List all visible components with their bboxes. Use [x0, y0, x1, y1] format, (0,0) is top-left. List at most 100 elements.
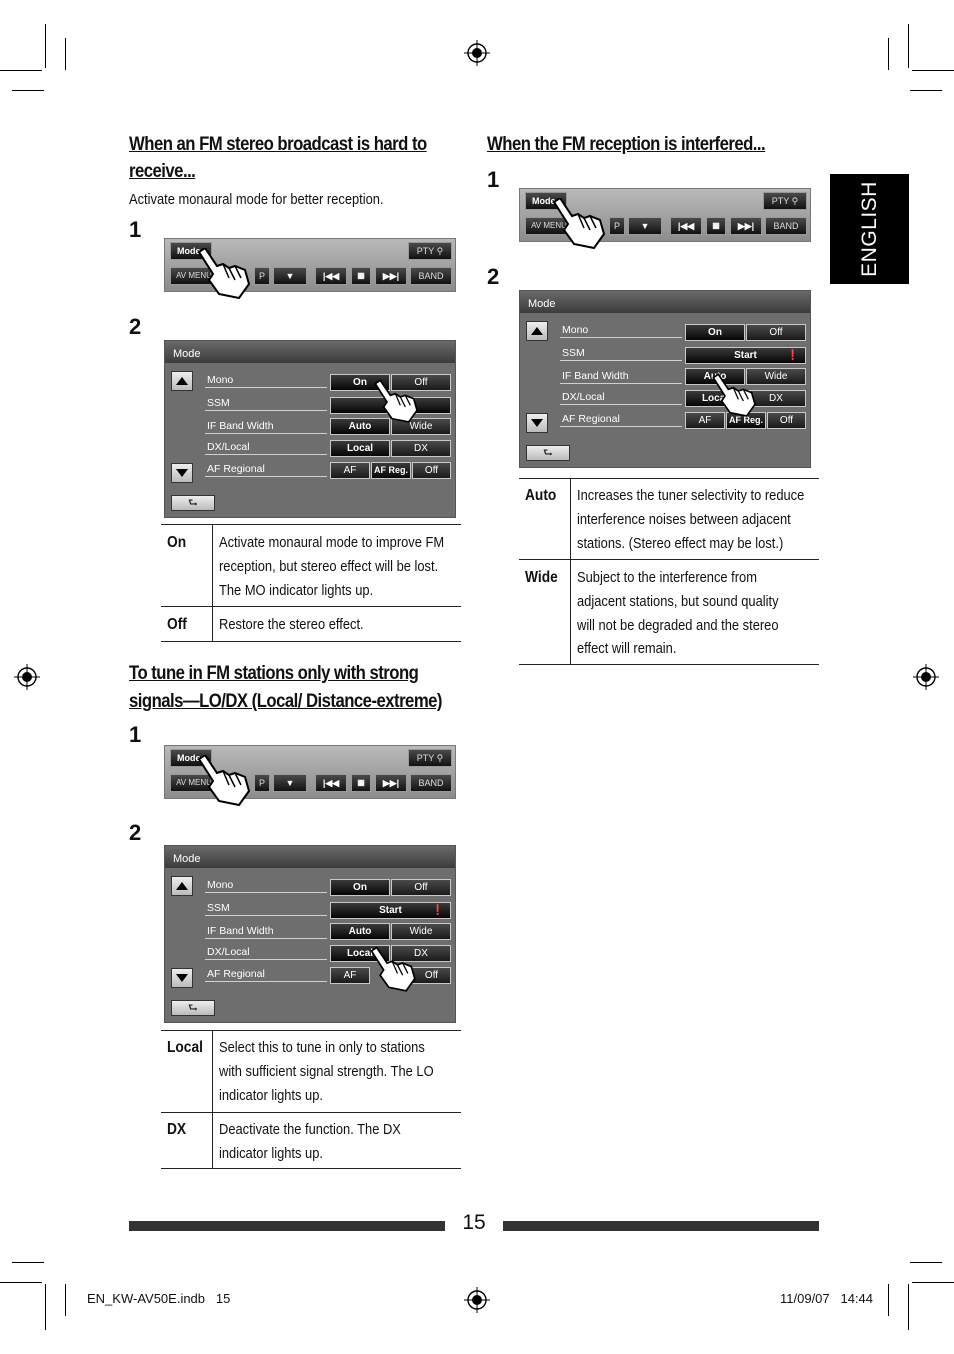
mono-off-button[interactable]: Off — [391, 374, 451, 391]
picture-icon[interactable]: ▦ — [351, 774, 371, 792]
down-arrow-button[interactable]: ▼ — [628, 217, 662, 235]
previous-track-icon[interactable]: |◀◀ — [670, 217, 702, 235]
crop-mark — [912, 70, 954, 71]
pty-search-button[interactable]: PTY ⚲ — [763, 192, 807, 210]
step-number: 2 — [129, 314, 142, 339]
footer-bar-left — [129, 1221, 445, 1231]
previous-track-icon[interactable]: |◀◀ — [315, 267, 347, 285]
table-key-on: On — [167, 534, 187, 551]
mono-on-button[interactable]: On — [685, 324, 745, 341]
ssm-start-button[interactable]: Start ❗ — [685, 347, 806, 364]
if-wide-button[interactable]: Wide — [391, 923, 451, 940]
af-button[interactable]: AF — [685, 412, 725, 429]
registration-mark-icon — [464, 1287, 490, 1313]
table-rule — [519, 664, 819, 665]
language-label: ENGLISH — [857, 181, 881, 277]
menu-row-if-band-width: IF Band Width — [205, 415, 327, 434]
table-rule — [212, 1030, 213, 1169]
if-wide-button[interactable]: Wide — [746, 368, 806, 385]
preset-button[interactable]: P — [254, 267, 270, 285]
back-icon[interactable]: ⮑ — [171, 1000, 215, 1016]
crop-mark — [912, 1282, 954, 1283]
pty-search-button[interactable]: PTY ⚲ — [408, 242, 452, 260]
scroll-up-icon[interactable] — [171, 371, 193, 391]
table-key-local: Local — [167, 1039, 203, 1056]
pointing-hand-icon — [197, 248, 251, 300]
dx-button[interactable]: DX — [391, 945, 451, 962]
mode-menu: Mode ⮑ Mono SSM IF Band Width DX/Local A… — [164, 340, 456, 518]
back-icon[interactable]: ⮑ — [526, 445, 570, 461]
next-track-icon[interactable]: ▶▶| — [730, 217, 762, 235]
menu-row-af-regional: AF Regional — [205, 458, 327, 477]
band-button[interactable]: BAND — [410, 774, 452, 792]
registration-mark-icon — [464, 40, 490, 66]
step-number: 2 — [487, 264, 500, 289]
table-desc-line: Restore the stereo effect. — [219, 616, 364, 633]
menu-row-mono: Mono — [560, 319, 682, 338]
crop-mark — [910, 90, 942, 91]
step-number: 1 — [129, 722, 142, 747]
picture-icon[interactable]: ▦ — [706, 217, 726, 235]
pointing-hand-icon — [374, 379, 418, 423]
ssm-start-label: Start — [379, 905, 402, 916]
crop-mark — [908, 24, 909, 68]
scroll-down-icon[interactable] — [171, 463, 193, 483]
af-button[interactable]: AF — [330, 462, 370, 479]
preset-button[interactable]: P — [254, 774, 270, 792]
menu-row-mono: Mono — [205, 874, 327, 893]
preset-button[interactable]: P — [609, 217, 625, 235]
pty-label: PTY — [771, 196, 790, 206]
local-button[interactable]: Local — [330, 440, 390, 457]
language-side-tab: ENGLISH — [830, 174, 909, 284]
if-auto-button[interactable]: Auto — [330, 418, 390, 435]
next-track-icon[interactable]: ▶▶| — [375, 774, 407, 792]
previous-track-icon[interactable]: |◀◀ — [315, 774, 347, 792]
scroll-down-icon[interactable] — [171, 968, 193, 988]
af-reg-button[interactable]: AF Reg. — [371, 462, 411, 479]
page-number: 15 — [462, 1211, 486, 1234]
scroll-up-icon[interactable] — [526, 321, 548, 341]
scroll-down-icon[interactable] — [526, 413, 548, 433]
mono-on-button[interactable]: On — [330, 879, 390, 896]
table-desc-line: effect will remain. — [577, 640, 677, 657]
mono-off-button[interactable]: Off — [391, 879, 451, 896]
crop-mark — [65, 1284, 66, 1316]
if-auto-button[interactable]: Auto — [330, 923, 390, 940]
back-icon[interactable]: ⮑ — [171, 495, 215, 511]
table-rule — [161, 1168, 461, 1169]
af-off-button[interactable]: Off — [412, 462, 451, 479]
table-key-wide: Wide — [525, 569, 558, 586]
menu-row-af-regional: AF Regional — [205, 963, 327, 982]
table-desc-line: indicator lights up. — [219, 1087, 323, 1104]
mode-menu-title: Mode — [165, 341, 455, 363]
down-arrow-button[interactable]: ▼ — [273, 267, 307, 285]
crop-mark — [0, 70, 42, 71]
ssm-start-button[interactable]: Start ❗ — [330, 902, 451, 919]
pty-label: PTY — [416, 753, 435, 763]
band-button[interactable]: BAND — [410, 267, 452, 285]
menu-row-if-band-width: IF Band Width — [560, 365, 682, 384]
picture-icon[interactable]: ▦ — [351, 267, 371, 285]
table-desc-line: Increases the tuner selectivity to reduc… — [577, 487, 805, 504]
footer-date-label: 11/09/07 14:44 — [780, 1291, 874, 1306]
next-track-icon[interactable]: ▶▶| — [375, 267, 407, 285]
menu-row-ssm: SSM — [205, 392, 327, 411]
table-rule — [161, 1112, 461, 1113]
mono-off-button[interactable]: Off — [746, 324, 806, 341]
mode-menu-title: Mode — [165, 846, 455, 868]
pty-search-button[interactable]: PTY ⚲ — [408, 749, 452, 767]
menu-row-dx-local: DX/Local — [205, 941, 327, 960]
menu-row-ssm: SSM — [205, 897, 327, 916]
dx-button[interactable]: DX — [391, 440, 451, 457]
table-desc-line: Activate monaural mode to improve FM — [219, 534, 445, 551]
af-button[interactable]: AF — [330, 967, 370, 984]
table-desc-line: indicator lights up. — [219, 1145, 323, 1162]
crop-mark — [12, 90, 44, 91]
band-button[interactable]: BAND — [765, 217, 807, 235]
table-desc-line: adjacent stations, but sound quality — [577, 593, 779, 610]
mono-on-button[interactable]: On — [330, 374, 390, 391]
down-arrow-button[interactable]: ▼ — [273, 774, 307, 792]
af-off-button[interactable]: Off — [767, 412, 806, 429]
scroll-up-icon[interactable] — [171, 876, 193, 896]
section-heading-local-line2: signals—LO/DX (Local/ Distance-extreme) — [129, 691, 443, 712]
